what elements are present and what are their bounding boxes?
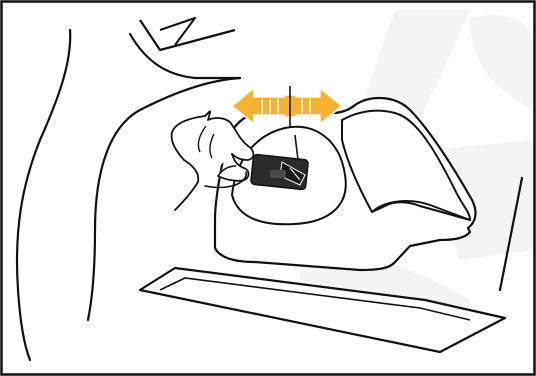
sliding-latch <box>251 154 309 190</box>
